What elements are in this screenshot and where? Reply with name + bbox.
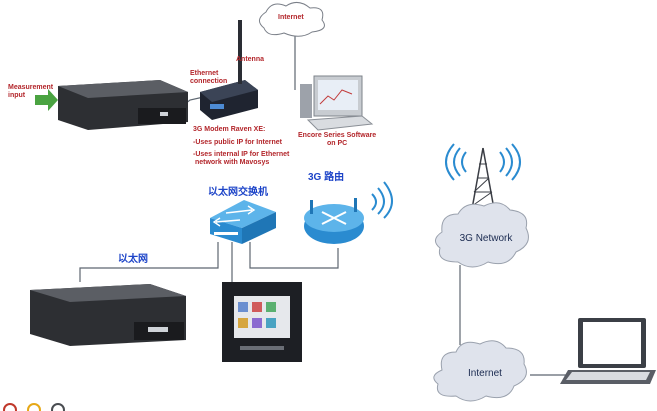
router-label: 3G 路由: [308, 172, 345, 183]
modem-desc-line1: -Uses public IP for Internet: [193, 139, 282, 146]
measurement-input-label: Measurement input: [8, 84, 54, 99]
ethernet-label: 以太网: [118, 254, 148, 265]
antenna-label: Antenna: [236, 56, 264, 63]
3g-network-cloud: [435, 202, 529, 268]
antenna-icon: [238, 20, 242, 84]
measurement-device-top: [58, 80, 188, 130]
internet-cloud-bottom: [433, 340, 527, 402]
modem-raven: [200, 20, 258, 120]
switch-label: 以太网交换机: [208, 187, 268, 198]
switch-device-wire: [79, 242, 219, 282]
pc-computer: [300, 75, 374, 131]
ethernet-switch: [210, 200, 276, 244]
input-arrow-icon: [35, 89, 58, 111]
internet-bottom-label: Internet: [468, 368, 502, 379]
measurement-device-bottom: [30, 284, 186, 346]
decorative-circles: [3, 403, 65, 411]
3g-router: [304, 181, 393, 244]
laptop: [560, 318, 656, 384]
ethernet-connection-label: Ethernet connection: [190, 70, 228, 85]
encore-software-label: Encore Series Software on PC: [298, 132, 377, 147]
internet-cloud-top: [259, 2, 325, 37]
modem-desc-title: 3G Modem Raven XE:: [193, 126, 266, 133]
3g-network-label: 3G Network: [459, 233, 513, 244]
internet-top-label: Internet: [278, 14, 304, 21]
touch-panel: [222, 282, 302, 362]
modem-desc-line2: -Uses internal IP for Ethernet network w…: [193, 151, 290, 166]
switch-router-wire: [249, 242, 339, 269]
